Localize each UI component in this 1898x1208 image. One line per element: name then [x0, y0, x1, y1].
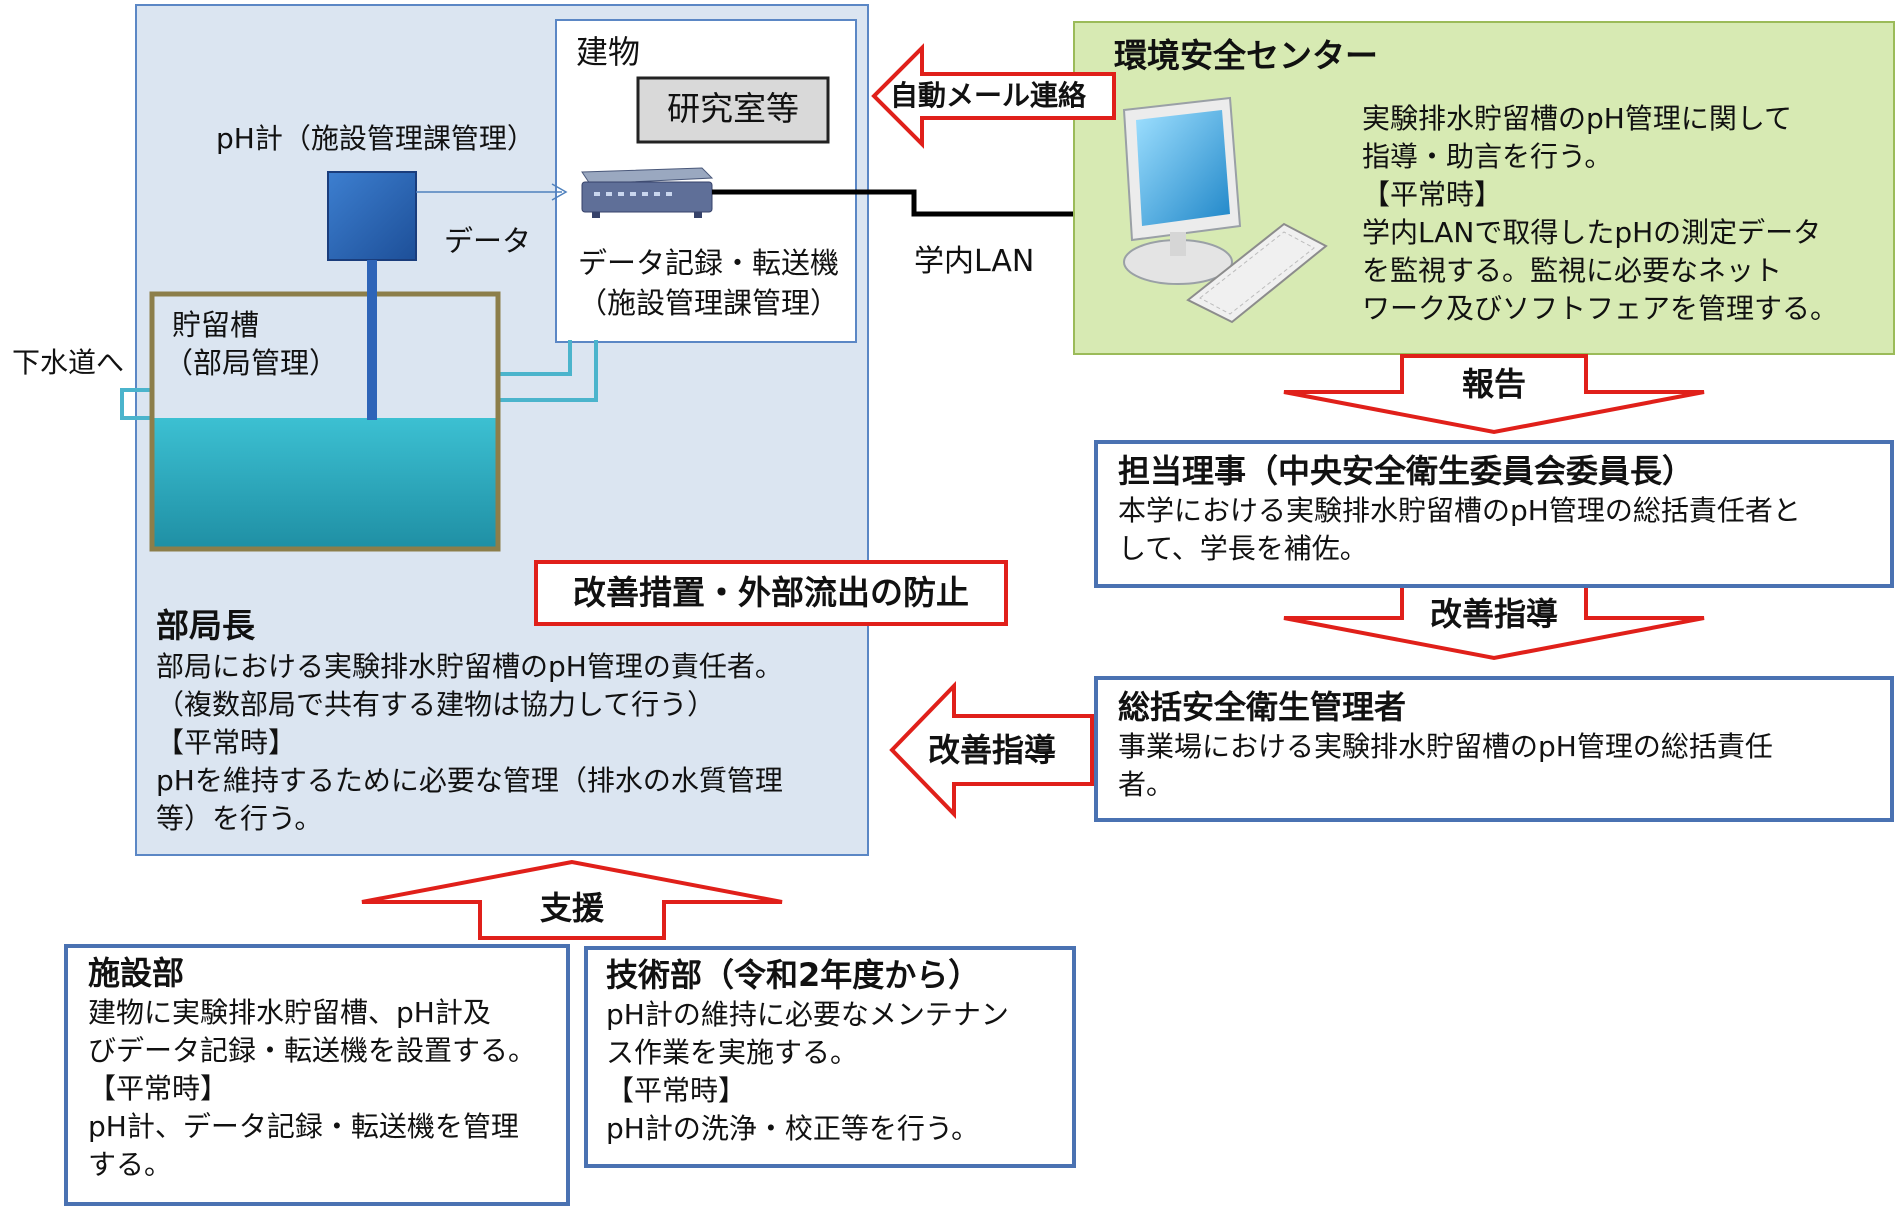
facilities-line: びデータ記録・転送機を設置する。	[88, 1034, 537, 1067]
technical-title: 技術部（令和2年度から）	[606, 956, 981, 994]
technical-line: 【平常時】	[606, 1074, 747, 1107]
support-label: 支援	[539, 889, 604, 927]
computer-icon	[1122, 96, 1328, 324]
department-head-line: （複数部局で共有する建物は協力して行う）	[156, 688, 716, 721]
manager-line: 者。	[1118, 768, 1175, 801]
ph-meter-body	[327, 171, 417, 261]
facilities-box: 施設部 建物に実験排水貯留槽、pH計及 びデータ記録・転送機を設置する。 【平常…	[64, 944, 570, 1206]
department-head-line: 【平常時】	[156, 726, 297, 759]
improve-arrow-down	[1283, 580, 1705, 661]
director-line: 本学における実験排水貯留槽のpH管理の総括責任者と	[1118, 494, 1801, 527]
support-arrow-up	[361, 859, 783, 940]
center-line: を監視する。監視に必要なネット	[1362, 254, 1783, 287]
department-head-line: pHを維持するために必要な管理（排水の水質管理	[156, 764, 783, 797]
lan-line	[712, 189, 1098, 217]
tank-water	[152, 418, 498, 549]
manager-line: 事業場における実験排水貯留槽のpH管理の総括責任	[1118, 730, 1773, 763]
recorder-label: データ記録・転送機	[578, 246, 840, 280]
auto-mail-label: 自動メール連絡	[890, 79, 1087, 112]
director-box: 担当理事（中央安全衛生委員会委員長） 本学における実験排水貯留槽のpH管理の総括…	[1094, 440, 1894, 588]
technical-box: 技術部（令和2年度から） pH計の維持に必要なメンテナン ス作業を実施する。 【…	[584, 946, 1076, 1168]
building-label: 建物	[576, 33, 641, 71]
center-line: 実験排水貯留槽のpH管理に関して	[1362, 102, 1792, 135]
center-line: 【平常時】	[1362, 178, 1503, 211]
improve-label-down: 改善指導	[1429, 595, 1558, 633]
report-label: 報告	[1461, 365, 1526, 403]
prevent-label: 改善措置・外部流出の防止	[534, 560, 1008, 626]
technical-line: pH計の維持に必要なメンテナン	[606, 998, 1009, 1031]
facilities-line: pH計、データ記録・転送機を管理	[88, 1110, 519, 1143]
department-head-block: 部局長 部局における実験排水貯留槽のpH管理の責任者。 （複数部局で共有する建物…	[156, 604, 783, 838]
department-head-line: 部局における実験排水貯留槽のpH管理の責任者。	[156, 650, 783, 683]
data-label: データ	[444, 224, 532, 258]
lab-box	[636, 76, 830, 144]
department-head-title: 部局長	[156, 606, 255, 645]
building-pipe-2	[498, 340, 598, 402]
director-title: 担当理事（中央安全衛生委員会委員長）	[1118, 452, 1695, 490]
tank-sub-label: （部局管理）	[164, 346, 339, 380]
center-line: ワーク及びソフトフェアを管理する。	[1362, 292, 1839, 325]
building-pipe-1	[498, 340, 572, 376]
department-head-line: 等）を行う。	[156, 802, 323, 835]
lab-label: 研究室等	[667, 89, 799, 128]
report-arrow	[1283, 354, 1705, 435]
tank-outline	[149, 291, 501, 552]
sewer-label: 下水道へ	[12, 346, 125, 379]
improve-label-left: 改善指導	[928, 731, 1057, 769]
manager-box: 総括安全衛生管理者 事業場における実験排水貯留槽のpH管理の総括責任 者。	[1094, 676, 1894, 822]
center-line: 学内LANで取得したpHの測定データ	[1362, 216, 1822, 249]
manager-title: 総括安全衛生管理者	[1118, 688, 1407, 726]
tank-label: 貯留槽	[172, 308, 260, 342]
lan-label: 学内LAN	[914, 244, 1035, 279]
drain-pipe-left	[120, 388, 152, 420]
ph-meter-label: pH計（施設管理課管理）	[216, 122, 535, 155]
improve-arrow-left	[889, 681, 1094, 819]
center-line: 指導・助言を行う。	[1362, 140, 1613, 173]
recorder-device-icon	[581, 167, 714, 218]
center-text-block: 実験排水貯留槽のpH管理に関して 指導・助言を行う。 【平常時】 学内LANで取…	[1362, 100, 1838, 328]
facilities-line: 【平常時】	[88, 1072, 229, 1105]
technical-line: pH計の洗浄・校正等を行う。	[606, 1112, 980, 1145]
recorder-sub-label: （施設管理課管理）	[578, 286, 840, 320]
auto-mail-arrow	[871, 43, 1116, 149]
technical-line: ス作業を実施する。	[606, 1036, 859, 1069]
director-line: して、学長を補佐。	[1118, 532, 1368, 565]
data-arrow-head	[551, 183, 568, 201]
center-title: 環境安全センター	[1114, 36, 1378, 75]
facilities-title: 施設部	[88, 954, 185, 992]
ph-meter-probe	[367, 260, 377, 420]
facilities-line: 建物に実験排水貯留槽、pH計及	[88, 996, 491, 1029]
facilities-line: する。	[88, 1148, 173, 1181]
